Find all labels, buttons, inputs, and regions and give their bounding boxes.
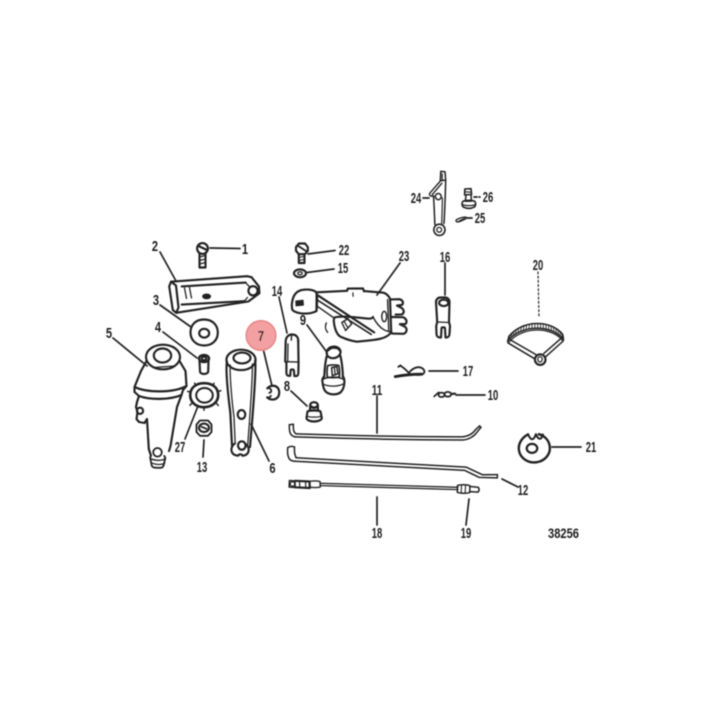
svg-text:19: 19 bbox=[461, 526, 472, 542]
svg-text:23: 23 bbox=[399, 249, 410, 265]
svg-text:15: 15 bbox=[338, 261, 349, 277]
svg-text:8: 8 bbox=[284, 379, 290, 395]
svg-text:7: 7 bbox=[258, 329, 264, 345]
svg-text:11: 11 bbox=[372, 383, 383, 399]
svg-text:38256: 38256 bbox=[548, 525, 579, 541]
svg-text:27: 27 bbox=[175, 440, 186, 456]
svg-text:12: 12 bbox=[518, 483, 529, 499]
svg-text:2: 2 bbox=[152, 239, 158, 255]
svg-text:10: 10 bbox=[488, 388, 499, 404]
svg-text:17: 17 bbox=[463, 364, 474, 380]
svg-text:26: 26 bbox=[483, 190, 494, 206]
svg-text:4: 4 bbox=[155, 320, 161, 336]
svg-text:9: 9 bbox=[300, 313, 306, 329]
svg-text:22: 22 bbox=[339, 243, 350, 259]
svg-text:6: 6 bbox=[269, 461, 275, 477]
svg-text:3: 3 bbox=[153, 293, 159, 309]
svg-text:21: 21 bbox=[586, 440, 597, 456]
svg-text:18: 18 bbox=[372, 526, 383, 542]
svg-text:5: 5 bbox=[106, 326, 112, 342]
svg-text:24: 24 bbox=[411, 191, 422, 207]
svg-text:13: 13 bbox=[197, 460, 208, 476]
svg-text:25: 25 bbox=[475, 211, 486, 227]
svg-text:14: 14 bbox=[272, 284, 283, 300]
svg-text:20: 20 bbox=[533, 258, 544, 274]
svg-text:1: 1 bbox=[242, 242, 248, 258]
svg-text:16: 16 bbox=[440, 250, 451, 266]
